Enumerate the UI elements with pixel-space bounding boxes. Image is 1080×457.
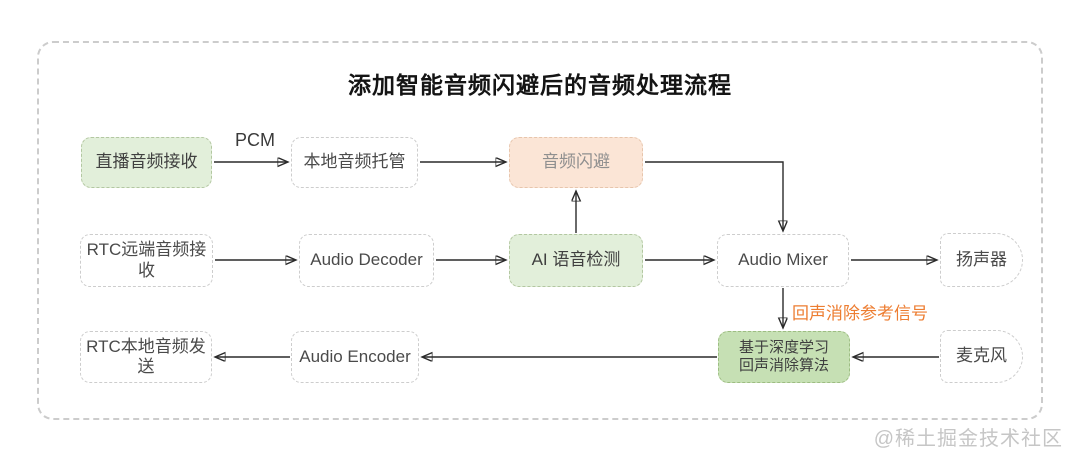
node-ai-voice-detect: AI 语音检测	[509, 234, 643, 287]
node-label: 直播音频接收	[95, 152, 198, 172]
edge-label-aec-ref: 回声消除参考信号	[792, 304, 928, 323]
node-label: RTC本地音频发送	[86, 336, 206, 376]
node-label: RTC远端音频接收	[86, 240, 207, 280]
edge-label-pcm: PCM	[235, 130, 275, 150]
node-label: 麦克风	[956, 346, 1007, 366]
node-speaker: 扬声器	[940, 233, 1023, 287]
node-label-line2: 回声消除算法	[738, 357, 829, 374]
node-label: 本地音频托管	[303, 152, 406, 172]
node-audio-ducking: 音频闪避	[509, 137, 643, 188]
node-audio-encoder: Audio Encoder	[291, 331, 419, 383]
node-label: 音频闪避	[542, 152, 610, 172]
node-audio-mixer: Audio Mixer	[717, 234, 849, 287]
node-aec-algorithm: 基于深度学习 回声消除算法	[718, 331, 850, 383]
node-label-line1: 基于深度学习	[738, 339, 829, 356]
node-label: Audio Mixer	[738, 250, 828, 270]
node-label: AI 语音检测	[531, 250, 621, 270]
node-label: 扬声器	[956, 249, 1007, 269]
node-live-audio-receive: 直播音频接收	[81, 137, 212, 188]
node-label: Audio Encoder	[299, 346, 411, 366]
diagram-title: 添加智能音频闪避后的音频处理流程	[348, 72, 732, 98]
node-microphone: 麦克风	[940, 330, 1023, 383]
node-audio-decoder: Audio Decoder	[299, 234, 434, 287]
node-rtc-remote-receive: RTC远端音频接收	[80, 234, 213, 287]
watermark: @稀土掘金技术社区	[873, 428, 1063, 450]
node-local-audio-host: 本地音频托管	[291, 137, 418, 188]
node-rtc-local-send: RTC本地音频发送	[80, 331, 212, 383]
node-label: Audio Decoder	[310, 250, 423, 270]
